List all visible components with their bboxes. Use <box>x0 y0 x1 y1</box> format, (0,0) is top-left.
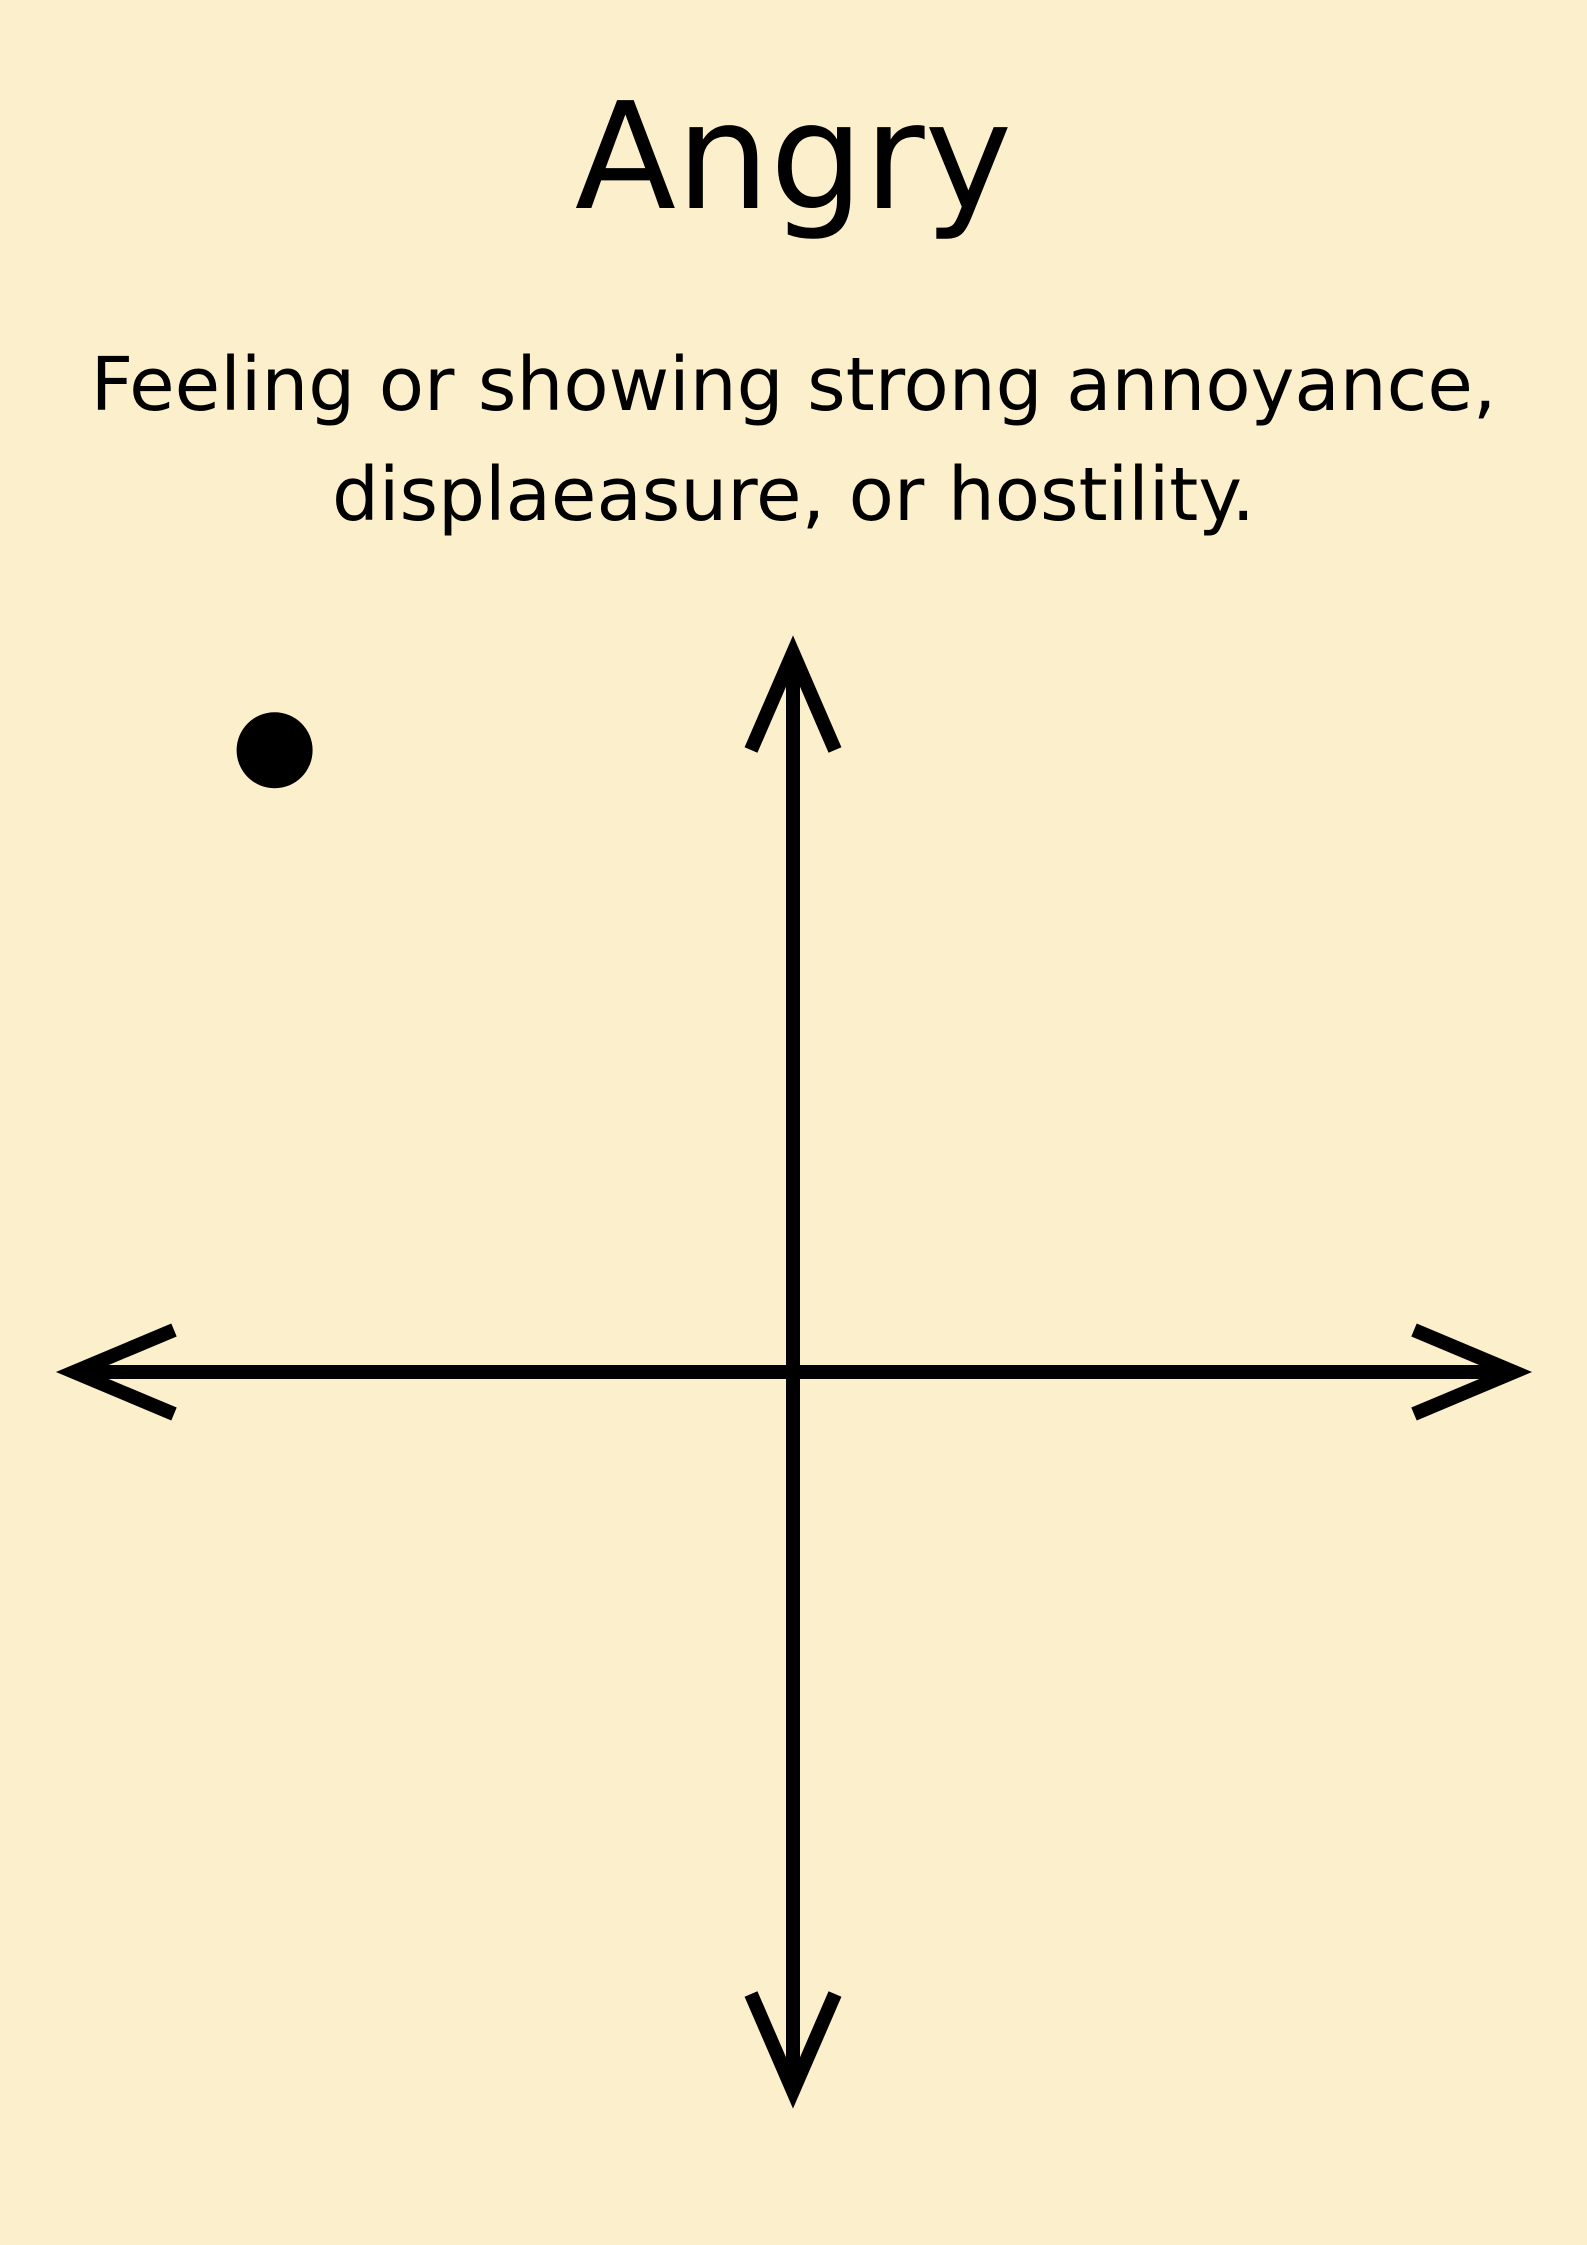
right-arrowhead-icon <box>1411 1323 1533 1421</box>
word-title: Angry <box>574 71 1013 243</box>
down-arrowhead-icon <box>744 1991 842 2109</box>
up-arrowhead-icon <box>744 635 842 753</box>
position-marker-dot <box>236 712 313 789</box>
word-definition: Feeling or showing strong annoyance, dis… <box>90 342 1497 538</box>
left-arrowhead-icon <box>55 1323 177 1421</box>
vertical-axis <box>744 635 842 2109</box>
